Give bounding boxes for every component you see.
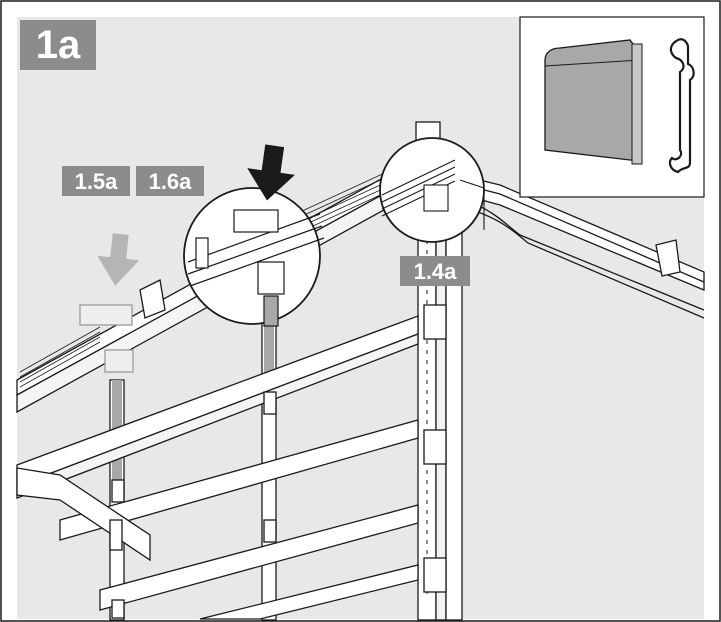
arrow-down-icon	[247, 144, 295, 201]
step-label-main-text: 1a	[36, 23, 81, 67]
callout-1-4a-text: 1.4a	[414, 259, 458, 284]
panel-profile-icon	[668, 38, 695, 174]
callout-1-6a-text: 1.6a	[149, 169, 193, 194]
door-panel-icon	[544, 39, 643, 165]
callout-1-4a: 1.4a	[400, 256, 470, 286]
callout-1-5a: 1.5a	[62, 166, 130, 196]
callout-1-6a: 1.6a	[136, 166, 204, 196]
door-frame-drawing	[16, 121, 705, 621]
faded-arrow-down-icon	[97, 233, 140, 286]
detail-magnifier-right	[379, 137, 485, 243]
panel-inset	[519, 16, 705, 198]
callout-1-5a-text: 1.5a	[75, 169, 119, 194]
detail-magnifier-center	[183, 187, 325, 327]
step-label-main: 1a	[20, 20, 96, 70]
